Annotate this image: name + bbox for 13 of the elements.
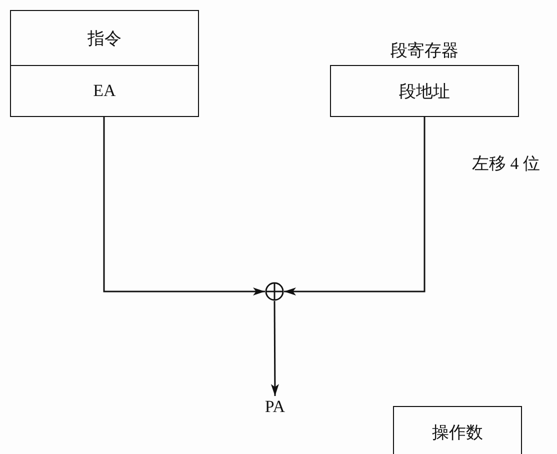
output-label: PA [264,397,286,417]
box-text: 段地址 [399,80,450,102]
shift-note: 左移 4 位 [472,153,540,175]
box-text: 操作数 [432,422,483,444]
register-heading: 段寄存器 [390,40,458,62]
box-text: EA [93,81,116,101]
operand-box [393,406,522,454]
instruction-box [10,10,199,66]
address-box [10,65,199,117]
arrow [270,301,279,396]
arrow [284,117,426,296]
box-text: 指令 [88,28,122,50]
arrow [103,117,265,296]
